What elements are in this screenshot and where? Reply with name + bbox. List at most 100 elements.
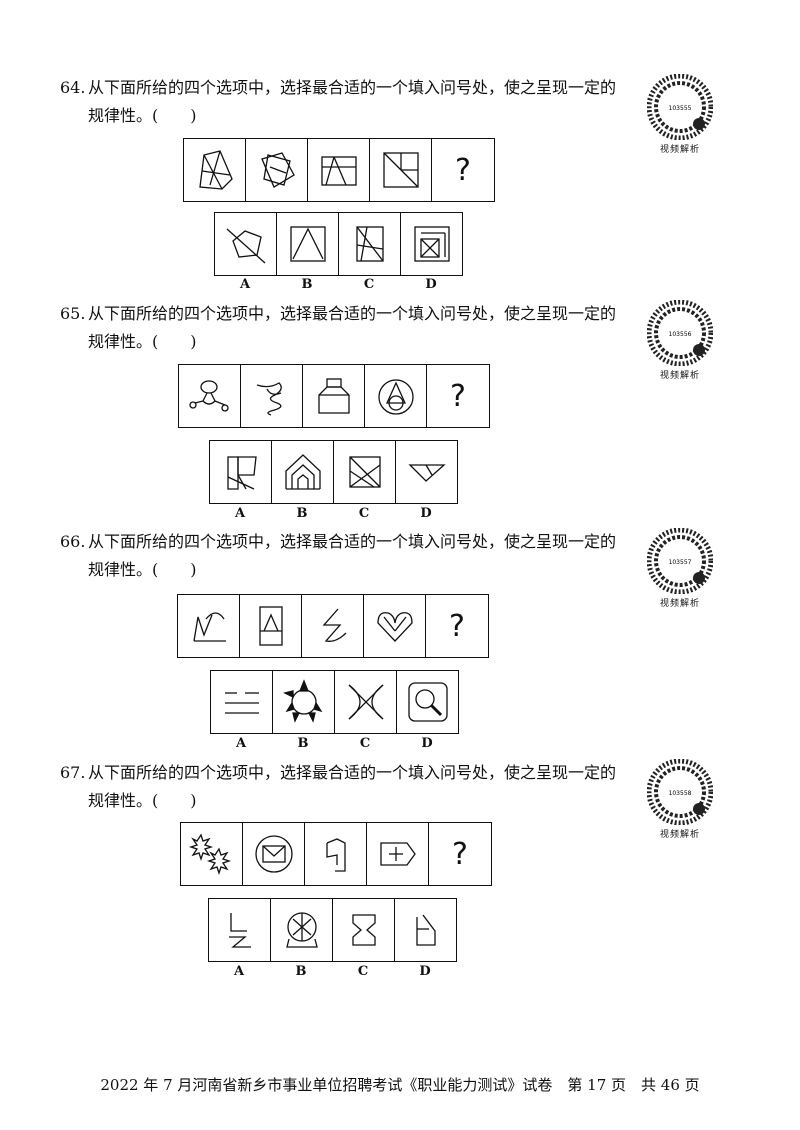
option-a-label[interactable]: A: [235, 736, 247, 751]
sequence-figure-1: [179, 365, 241, 427]
option-b-figure[interactable]: [277, 213, 339, 275]
figure-sequence: ?: [183, 138, 495, 202]
sequence-figure-2: [246, 139, 308, 201]
question-mark-cell: ?: [429, 823, 491, 885]
sequence-figure-4: [364, 595, 426, 657]
option-d-figure[interactable]: [397, 671, 458, 733]
option-d-shape: [407, 464, 446, 482]
option-c-figure[interactable]: [339, 213, 401, 275]
option-d-shape: [415, 914, 436, 946]
option-a-label[interactable]: A: [239, 277, 251, 292]
question-stem: 从下面所给的四个选项中，选择最合适的一个填入问号处，使之呈现一定的: [88, 532, 617, 551]
option-a-figure[interactable]: [211, 671, 273, 733]
figure-4-shape: [379, 842, 416, 866]
option-a-shape: [224, 692, 259, 714]
option-c-figure[interactable]: [335, 671, 397, 733]
option-labels: A B C D: [214, 277, 462, 292]
option-a-figure[interactable]: [209, 899, 271, 961]
figure-3-shape: [317, 378, 350, 414]
figure-2-shape: [256, 382, 282, 416]
option-c-shape: [348, 684, 383, 720]
option-labels: A B C D: [209, 506, 457, 521]
question-stem: 从下面所给的四个选项中，选择最合适的一个填入问号处，使之呈现一定的: [88, 78, 617, 97]
option-c-shape: [348, 456, 381, 488]
figure-1-shape: [188, 833, 231, 876]
option-b-shape: [284, 454, 321, 490]
answer-options: [209, 440, 458, 504]
option-b-shape: [282, 679, 322, 723]
option-d-figure[interactable]: [396, 441, 457, 503]
option-a-shape: [226, 456, 257, 490]
question-text: 66.从下面所给的四个选项中，选择最合适的一个填入问号处，使之呈现一定的 规律性…: [60, 528, 640, 584]
figure-3-shape: [322, 608, 346, 642]
question-number: 67.: [60, 763, 86, 782]
option-c-shape: [355, 226, 384, 262]
sequence-figure-4: [365, 365, 427, 427]
qr-code-number: 103557: [669, 559, 692, 566]
video-qr-code[interactable]: 103558 视频解析: [638, 759, 722, 840]
sequence-figure-1: [181, 823, 243, 885]
option-d-label[interactable]: D: [425, 277, 437, 292]
qr-caption: 视频解析: [659, 830, 700, 840]
option-c-label[interactable]: C: [363, 277, 375, 292]
figure-sequence: ?: [178, 364, 490, 428]
video-qr-code[interactable]: 103556 视频解析: [638, 300, 722, 381]
question-mark: ?: [450, 378, 466, 414]
option-d-label[interactable]: D: [419, 964, 431, 979]
qr-code-icon: 103557: [647, 528, 713, 594]
option-c-shape: [351, 914, 376, 946]
page-footer: 2022 年 7 月河南省新乡市事业单位招聘考试《职业能力测试》试卷 第 17 …: [100, 1076, 700, 1094]
option-labels: A B C D: [208, 964, 456, 979]
option-a-figure[interactable]: [215, 213, 277, 275]
option-b-label[interactable]: B: [296, 506, 308, 521]
answer-options: [214, 212, 463, 276]
option-a-label[interactable]: A: [234, 506, 246, 521]
option-d-figure[interactable]: [401, 213, 462, 275]
option-c-label[interactable]: C: [358, 506, 370, 521]
option-b-figure[interactable]: [271, 899, 333, 961]
sequence-figure-1: [184, 139, 246, 201]
option-c-figure[interactable]: [333, 899, 395, 961]
figure-1-shape: [192, 612, 226, 642]
qr-caption: 视频解析: [659, 371, 700, 381]
question-stem-2: 规律性。( ): [88, 106, 197, 125]
video-qr-code[interactable]: 103555 视频解析: [638, 74, 722, 155]
question-stem-2: 规律性。( ): [88, 791, 197, 810]
option-c-label[interactable]: C: [359, 736, 371, 751]
question-stem: 从下面所给的四个选项中，选择最合适的一个填入问号处，使之呈现一定的: [88, 304, 617, 323]
option-a-shape: [228, 913, 251, 948]
question-stem-2: 规律性。( ): [88, 332, 197, 351]
sequence-figure-3: [303, 365, 365, 427]
sequence-figure-4: [370, 139, 432, 201]
qr-caption: 视频解析: [659, 145, 700, 155]
figure-3-shape: [320, 156, 357, 186]
figure-3-shape: [325, 838, 346, 872]
option-d-shape: [413, 226, 450, 262]
option-a-figure[interactable]: [210, 441, 272, 503]
option-b-figure[interactable]: [273, 671, 335, 733]
question-number: 64.: [60, 78, 86, 97]
sequence-figure-2: [241, 365, 303, 427]
figure-4-shape: [376, 612, 413, 642]
figure-2-shape: [254, 835, 293, 873]
option-b-figure[interactable]: [272, 441, 334, 503]
question-stem-2: 规律性。( ): [88, 560, 197, 579]
option-d-label[interactable]: D: [421, 736, 433, 751]
option-a-label[interactable]: A: [233, 964, 245, 979]
question-mark-cell: ?: [426, 595, 488, 657]
option-c-label[interactable]: C: [357, 964, 369, 979]
option-labels: A B C D: [210, 736, 458, 751]
option-b-label[interactable]: B: [301, 277, 313, 292]
question-number: 65.: [60, 304, 86, 323]
video-qr-code[interactable]: 103557 视频解析: [638, 528, 722, 609]
option-b-label[interactable]: B: [295, 964, 307, 979]
question-text: 67.从下面所给的四个选项中，选择最合适的一个填入问号处，使之呈现一定的 规律性…: [60, 759, 640, 815]
option-b-label[interactable]: B: [297, 736, 309, 751]
figure-1-shape: [188, 380, 229, 412]
sequence-figure-4: [367, 823, 429, 885]
option-c-figure[interactable]: [334, 441, 396, 503]
option-d-label[interactable]: D: [420, 506, 432, 521]
qr-code-icon: 103556: [647, 300, 713, 366]
qr-caption: 视频解析: [659, 599, 700, 609]
option-d-figure[interactable]: [395, 899, 456, 961]
